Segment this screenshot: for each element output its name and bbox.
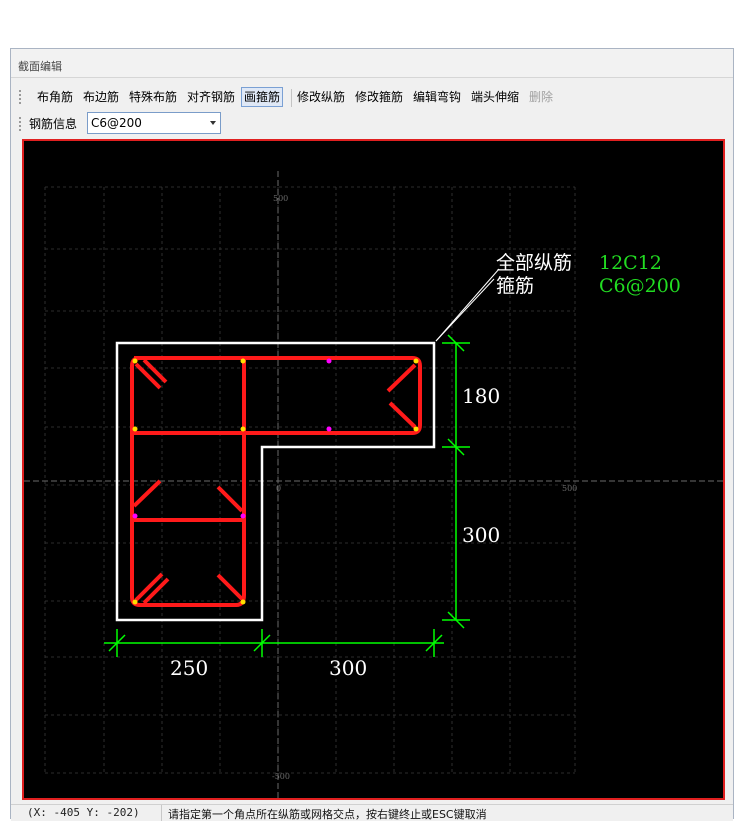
dim-top-height: 180 bbox=[462, 384, 500, 408]
grid-label-top: 500 bbox=[273, 194, 288, 203]
main-toolbar: 布角筋 布边筋 特殊布筋 对齐钢筋 画箍筋 修改纵筋 修改箍筋 编辑弯钩 端头伸… bbox=[15, 84, 725, 111]
toolbar-grip[interactable] bbox=[19, 117, 21, 133]
section-editor-window: 截面编辑 布角筋 布边筋 特殊布筋 对齐钢筋 画箍筋 修改纵筋 修改箍筋 编辑弯… bbox=[10, 48, 734, 821]
longitudinal-bars[interactable] bbox=[132, 358, 419, 605]
rebar-info-label: 钢筋信息 bbox=[29, 117, 78, 131]
title-bar: 截面编辑 bbox=[11, 49, 733, 78]
grid-label-right: 500 bbox=[562, 484, 577, 493]
longitudinal-label: 全部纵筋 bbox=[496, 252, 572, 274]
leader-line-2 bbox=[435, 268, 500, 342]
rebar-point[interactable] bbox=[326, 358, 332, 364]
rebar-point[interactable] bbox=[413, 426, 419, 432]
rebar-point[interactable] bbox=[240, 599, 246, 605]
modify-stirrup-button[interactable]: 修改箍筋 bbox=[355, 90, 404, 104]
status-bar: (X: -405 Y: -202) 请指定第一个角点所在纵筋或网格交点，按右键终… bbox=[11, 804, 733, 821]
delete-button[interactable]: 删除 bbox=[529, 90, 554, 104]
dim-left-width: 250 bbox=[170, 656, 208, 680]
rebar-info-select[interactable]: C6@200 bbox=[87, 112, 221, 134]
stirrup-label: 箍筋 bbox=[496, 275, 534, 297]
rebar-point[interactable] bbox=[326, 426, 332, 432]
dim-right-width: 300 bbox=[329, 656, 367, 680]
align-rebar-button[interactable]: 对齐钢筋 bbox=[187, 90, 236, 104]
edit-hook-button[interactable]: 编辑弯钩 bbox=[413, 90, 462, 104]
drawing-canvas[interactable]: 500 500 0 -500 bbox=[22, 139, 725, 800]
rebar-info-toolbar: 钢筋信息 C6@200 bbox=[15, 111, 725, 138]
longitudinal-value: 12C12 bbox=[599, 252, 662, 274]
section-outline[interactable] bbox=[115, 341, 436, 622]
status-message: 请指定第一个角点所在纵筋或网格交点，按右键终止或ESC键取消 bbox=[168, 808, 487, 821]
rebar-info-value: C6@200 bbox=[91, 116, 142, 130]
special-rebar-button[interactable]: 特殊布筋 bbox=[129, 90, 178, 104]
grid-label-bottom: -500 bbox=[272, 772, 290, 781]
rebar-point[interactable] bbox=[240, 426, 246, 432]
rebar-point[interactable] bbox=[132, 358, 138, 364]
dimension-lines bbox=[104, 334, 470, 657]
modify-longitudinal-button[interactable]: 修改纵筋 bbox=[297, 90, 346, 104]
grid-label-center: 0 bbox=[276, 484, 281, 493]
stirrup-value: C6@200 bbox=[599, 275, 681, 297]
place-corner-rebar-button[interactable]: 布角筋 bbox=[37, 90, 74, 104]
place-edge-rebar-button[interactable]: 布边筋 bbox=[83, 90, 120, 104]
rebar-point[interactable] bbox=[132, 426, 138, 432]
rebar-point[interactable] bbox=[240, 358, 246, 364]
end-extend-button[interactable]: 端头伸缩 bbox=[471, 90, 520, 104]
status-separator bbox=[161, 805, 162, 821]
rebar-point[interactable] bbox=[132, 599, 138, 605]
toolbar-grip[interactable] bbox=[19, 90, 21, 106]
rebar-point[interactable] bbox=[240, 513, 246, 519]
grid: 500 500 0 -500 bbox=[24, 171, 723, 798]
rebar-point[interactable] bbox=[132, 513, 138, 519]
chevron-down-icon[interactable] bbox=[210, 121, 216, 125]
window-title: 截面编辑 bbox=[18, 60, 62, 73]
cursor-coordinates: (X: -405 Y: -202) bbox=[27, 806, 140, 819]
section-drawing[interactable]: 500 500 0 -500 bbox=[24, 141, 723, 798]
dim-bottom-height: 300 bbox=[462, 523, 500, 547]
draw-stirrup-button[interactable]: 画箍筋 bbox=[241, 87, 284, 107]
toolbar-separator bbox=[291, 89, 292, 107]
rebar-point[interactable] bbox=[413, 358, 419, 364]
